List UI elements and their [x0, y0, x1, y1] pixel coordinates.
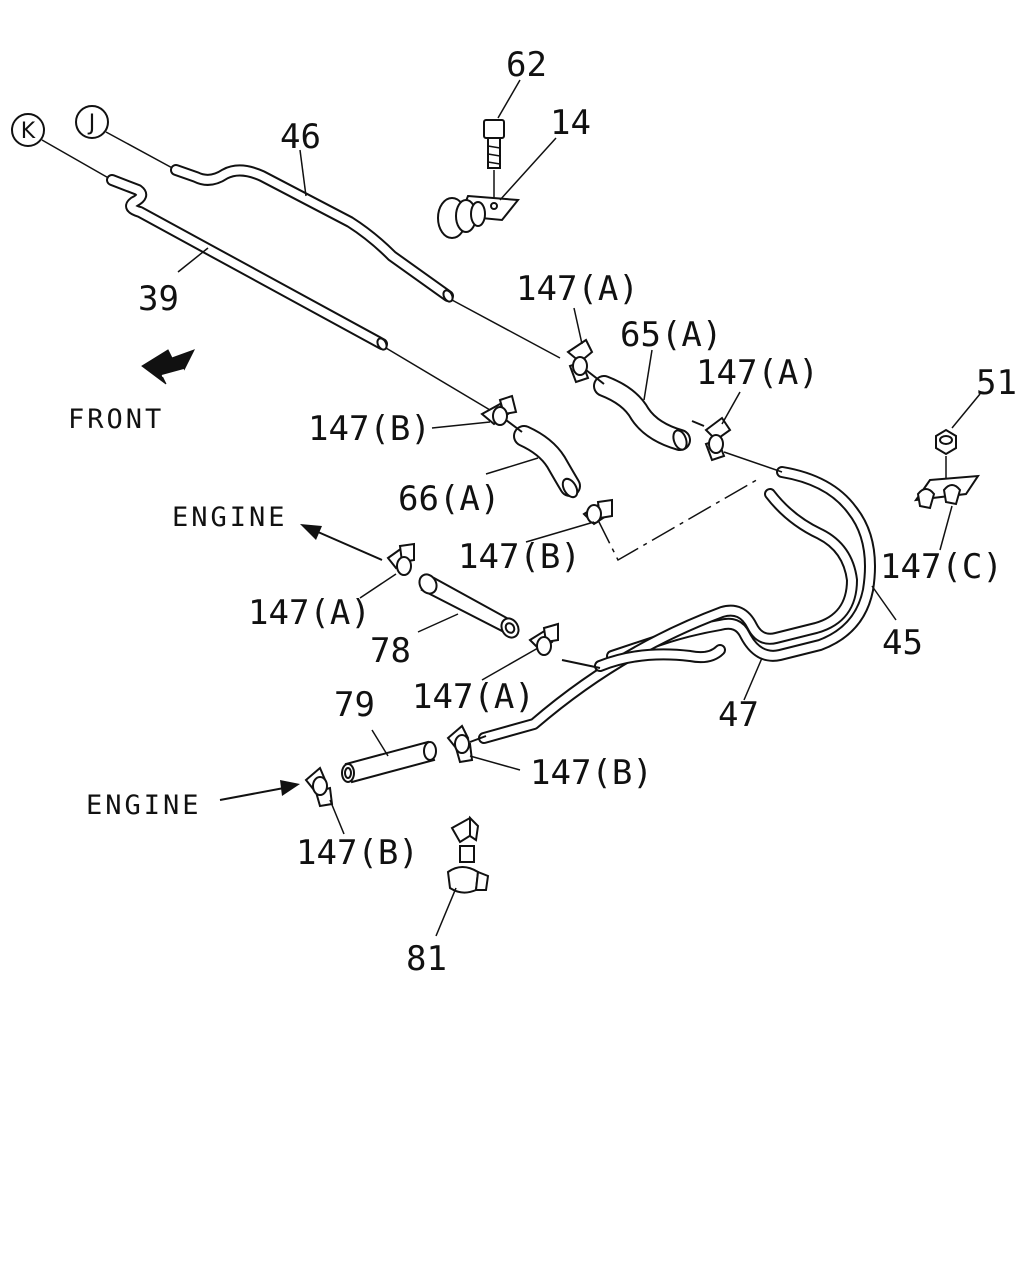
callout-147c: 147(C): [880, 547, 1003, 587]
callout-66a: 66(A): [398, 479, 500, 519]
front-label: FRONT: [68, 404, 164, 435]
bracket-14: [437, 194, 520, 239]
bolt-62: [483, 119, 505, 200]
clamp-147c: [913, 474, 980, 510]
callout-46: 46: [280, 117, 321, 157]
callout-147a-upper: 147(A): [516, 269, 639, 309]
callout-62: 62: [506, 45, 547, 85]
clip-147b-mid: [582, 498, 613, 526]
callout-45: 45: [882, 623, 923, 663]
callout-79: 79: [334, 685, 375, 725]
callout-147b-lower-right: 147(B): [530, 753, 653, 793]
clip-147b-lower-left: [304, 766, 334, 808]
pipe-47: [478, 488, 858, 744]
connector-k: K: [11, 113, 113, 181]
callout-81: 81: [406, 939, 447, 979]
hose-65a: [593, 375, 691, 451]
callout-147a-mid: 147(A): [696, 353, 819, 393]
pipe-39: [106, 174, 388, 351]
pipe-45: [606, 466, 876, 662]
clip-147b-lower-right: [446, 724, 474, 764]
leader-lines: [177, 79, 981, 937]
clip-147a-lower: [528, 622, 559, 656]
connector-k-letter: K: [21, 119, 36, 144]
callout-14: 14: [550, 103, 591, 143]
clip-147a-left: [386, 542, 415, 576]
engine-label-lower: ENGINE: [86, 790, 202, 821]
engine-label-upper: ENGINE: [172, 502, 288, 533]
callout-65a: 65(A): [620, 315, 722, 355]
pipe-46: [170, 164, 454, 303]
callout-47: 47: [718, 695, 759, 735]
engine-arrow-lower-icon: [219, 780, 300, 801]
hose-79: [341, 740, 437, 784]
clip-81: [446, 815, 490, 894]
clip-147b-upper: [480, 394, 518, 426]
callout-147a-left: 147(A): [248, 593, 371, 633]
callout-147b-mid: 147(B): [458, 537, 581, 577]
connector-j: J: [75, 105, 177, 171]
callout-51: 51: [976, 363, 1017, 403]
front-arrow-icon: [141, 349, 196, 385]
callout-147a-lower: 147(A): [412, 677, 535, 717]
clip-147a-mid: [691, 416, 732, 462]
nut-51: [935, 428, 957, 480]
engine-arrow-upper-icon: [300, 524, 383, 561]
hose-78: [418, 573, 520, 639]
connector-j-letter: J: [87, 111, 96, 136]
callout-39: 39: [138, 279, 179, 319]
callout-78: 78: [370, 631, 411, 671]
callout-147b-upper: 147(B): [308, 409, 431, 449]
clip-147a-upper: [566, 338, 594, 384]
hose-66a: [513, 425, 581, 499]
callout-147b-lower-left: 147(B): [296, 833, 419, 873]
